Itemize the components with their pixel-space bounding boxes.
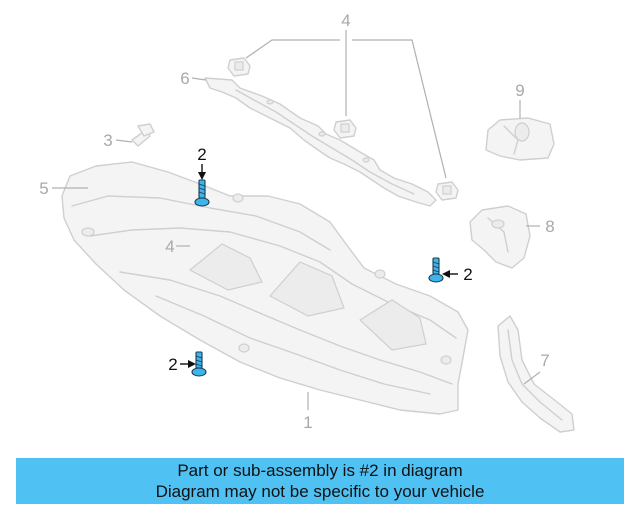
- banner-line-part-number: Part or sub-assembly is #2 in diagram: [177, 461, 463, 480]
- leader-part-6: [191, 77, 207, 81]
- banner-line-disclaimer: Diagram may not be specific to your vehi…: [155, 482, 485, 501]
- leader-part-7: [523, 371, 541, 385]
- small-screw: [131, 123, 155, 147]
- mount-bracket-9: [485, 117, 555, 161]
- bolt-lower-left[interactable]: [191, 351, 207, 377]
- callout-part-5: 5: [39, 179, 48, 198]
- arrowhead-part-2-upper: [198, 172, 206, 180]
- info-banner: Part or sub-assembly is #2 in diagram Di…: [16, 458, 624, 504]
- callout-part-9: 9: [515, 81, 524, 100]
- mount-bracket-8: [469, 205, 531, 269]
- callout-part-3: 3: [103, 131, 112, 150]
- bolt-right[interactable]: [428, 257, 444, 283]
- leader-part-4-upper-left: [245, 39, 340, 59]
- callout-part-2-lower: 2: [168, 355, 177, 374]
- callout-labels: 1 2 2 2 3 4 4 5 6 7 8 9: [39, 11, 554, 432]
- arrowhead-part-2-right: [442, 270, 450, 278]
- callout-part-4-top: 4: [341, 11, 350, 30]
- leader-lines: [52, 30, 541, 410]
- callout-part-4-lower: 4: [165, 237, 174, 256]
- callout-part-7: 7: [540, 351, 549, 370]
- clip-nut-center: [333, 119, 357, 139]
- leader-part-3: [115, 139, 133, 143]
- splash-shield: [61, 161, 469, 415]
- callout-part-1: 1: [303, 413, 312, 432]
- clip-nut-right: [435, 181, 459, 201]
- callout-part-2-upper: 2: [197, 145, 206, 164]
- leader-part-4-right: [352, 39, 447, 179]
- deflector-strip: [497, 315, 575, 433]
- callout-part-2-right: 2: [463, 265, 472, 284]
- callout-part-8: 8: [545, 217, 554, 236]
- reinforcement-bracket: [204, 77, 437, 207]
- callout-part-6: 6: [180, 69, 189, 88]
- arrowhead-part-2-lower: [188, 360, 196, 368]
- clip-nut-upper-left: [227, 57, 251, 77]
